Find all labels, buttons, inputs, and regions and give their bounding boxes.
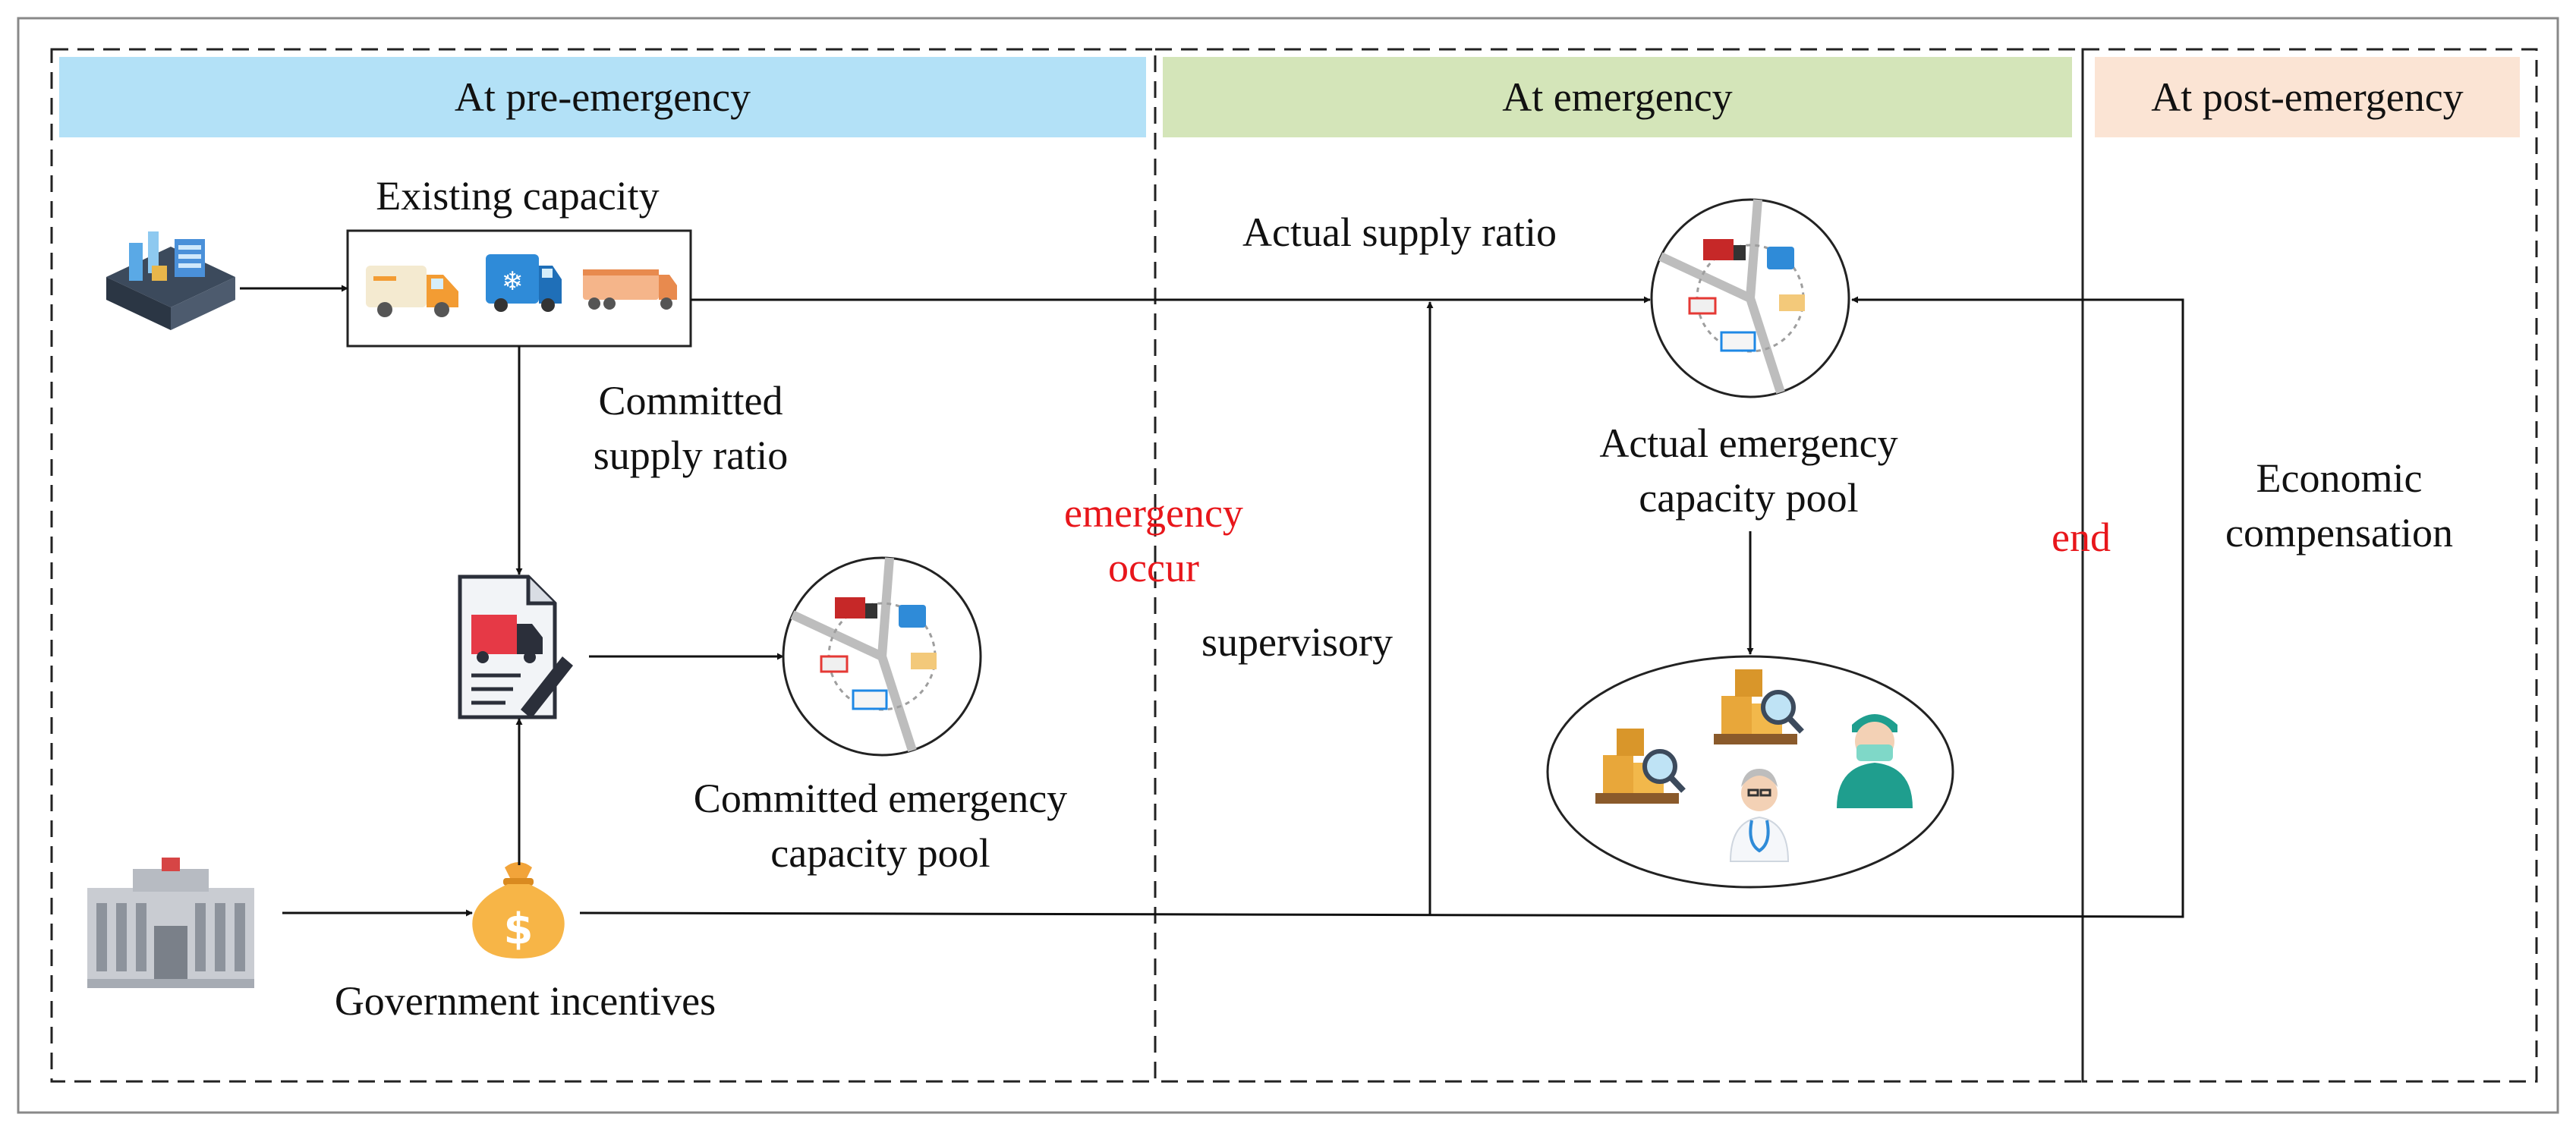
warehouse-inventory-icon-2 [1714, 669, 1804, 744]
phase-headers: At pre-emergency At emergency At post-em… [59, 57, 2520, 137]
economic-line1: Economic [2256, 455, 2423, 501]
pre-emergency-frame [50, 48, 1157, 1083]
supervisory-label: supervisory [1201, 619, 1393, 665]
government-incentives-label: Government incentives [335, 978, 716, 1024]
post-emergency-header: At post-emergency [2151, 74, 2463, 120]
committed-ratio-line2: supply ratio [594, 433, 788, 478]
refrigerated-truck-icon: ❄ [486, 254, 562, 312]
trailer-truck-icon [583, 269, 677, 310]
post-emergency-header-bg [2095, 57, 2520, 137]
factory-icon [106, 231, 235, 330]
committed-pool-line2: capacity pool [770, 830, 990, 876]
government-building-icon [87, 858, 254, 988]
actual-pool-line2: capacity pool [1639, 475, 1858, 521]
committed-pool-line1: Committed emergency [694, 776, 1067, 821]
existing-capacity-label: Existing capacity [376, 173, 659, 219]
emergency-header-bg [1163, 57, 2072, 137]
economic-line2: compensation [2225, 510, 2453, 556]
actual-supply-ratio-label: Actual supply ratio [1242, 209, 1557, 255]
pre-emergency-header-bg [59, 57, 1146, 137]
emergency-occur-line1: emergency [1064, 490, 1243, 536]
phase-frames [50, 48, 2538, 1083]
contract-document-icon [458, 574, 573, 719]
post-emergency-frame [2081, 48, 2538, 1083]
warehouse-inventory-icon [1595, 729, 1686, 804]
end-label: end [2052, 515, 2111, 560]
actual-pool-icon [1650, 198, 1850, 398]
pre-emergency-header: At pre-emergency [455, 74, 751, 120]
outer-frame [17, 17, 2559, 1114]
committed-ratio-line1: Committed [599, 378, 783, 423]
emergency-frame [1154, 48, 2084, 1083]
emergency-occur-line2: occur [1108, 545, 1199, 590]
actual-pool-line1: Actual emergency [1599, 420, 1897, 466]
committed-pool-icon [782, 556, 982, 757]
van-icon [366, 266, 458, 317]
doctor-icon [1729, 769, 1790, 862]
emergency-header: At emergency [1502, 74, 1732, 120]
svg-text:$: $ [504, 905, 534, 954]
arrow-incentives-to-actual-pool [579, 296, 2184, 918]
svg-text:❄: ❄ [502, 266, 524, 297]
surgeon-icon [1837, 714, 1913, 808]
money-bag-icon: $ [472, 862, 565, 958]
